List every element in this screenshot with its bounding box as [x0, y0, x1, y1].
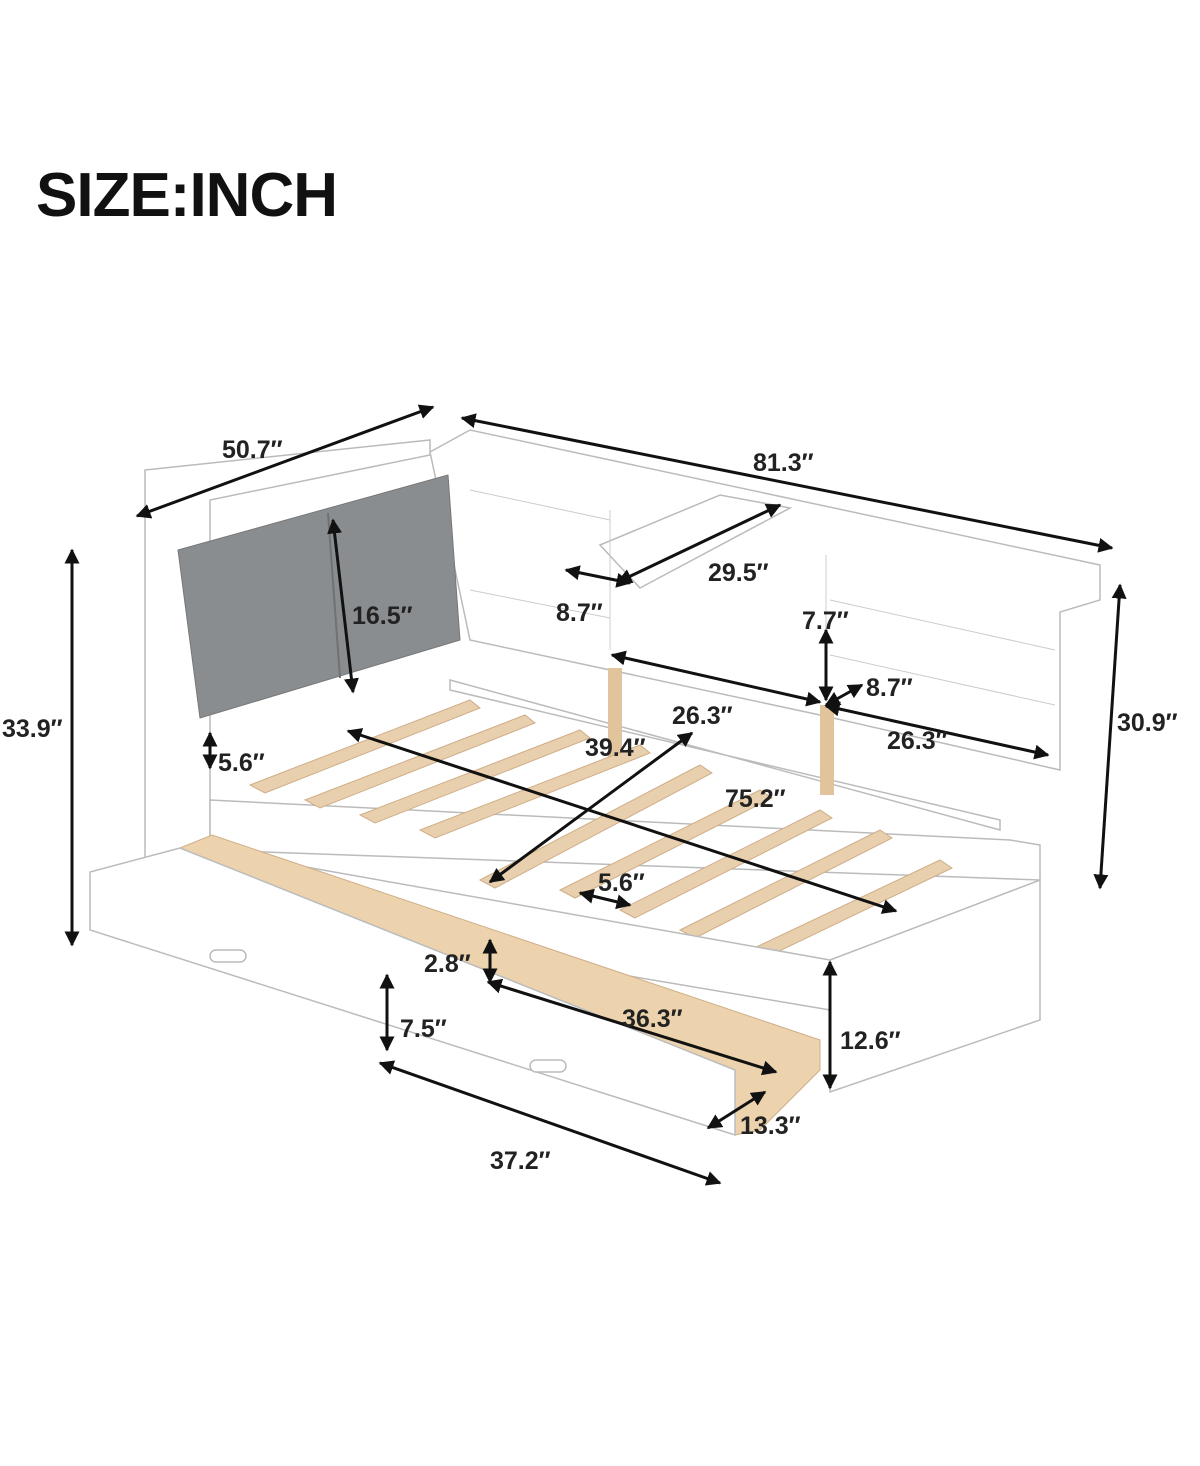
- label-side-rail-gap: 5.6″: [218, 749, 265, 777]
- label-width-overall: 50.7″: [222, 436, 283, 464]
- arrow-shelf-right-length: [824, 701, 1050, 760]
- dimension-arrows: [64, 404, 1127, 1186]
- arrow-back-height: [1093, 583, 1127, 890]
- label-length-overall: 81.3″: [753, 449, 814, 477]
- label-shelf-right-length: 26.3″: [887, 727, 948, 755]
- arrow-drawer-inner-length: [486, 978, 778, 1076]
- drawer-handle: [529, 1059, 567, 1073]
- label-shelf-depth: 8.7″: [866, 674, 913, 702]
- label-mattress-length: 75.2″: [725, 785, 786, 813]
- arrow-shelf-top-length: [616, 503, 782, 584]
- dimension-labels: 50.7″ 81.3″ 33.9″ 30.9″ 16.5″ 29.5″ 8.7″…: [2, 436, 1178, 1175]
- label-drawer-inner-height: 2.8″: [424, 950, 471, 978]
- label-drawer-inner-length: 36.3″: [622, 1005, 683, 1033]
- label-shelf-top-length: 29.5″: [708, 559, 769, 587]
- arrow-length-overall: [460, 413, 1114, 553]
- label-cushion-height: 16.5″: [352, 602, 413, 630]
- headboard-cushion: [177, 474, 461, 719]
- arrow-cushion-height: [327, 518, 359, 694]
- label-shelf-left-length: 26.3″: [672, 702, 733, 730]
- drawer-handle: [209, 949, 247, 963]
- label-back-height: 30.9″: [1117, 709, 1178, 737]
- arrow-drawer-length: [378, 1060, 722, 1186]
- label-footboard-height: 12.6″: [840, 1027, 901, 1055]
- arrow-mattress-length: [346, 728, 898, 914]
- label-drawer-depth: 13.3″: [740, 1112, 801, 1140]
- support-leg: [820, 705, 834, 795]
- page-title: SIZE:INCH: [36, 161, 338, 230]
- label-shelf-top-depth: 8.7″: [556, 599, 603, 627]
- arrow-slat-gap: [578, 888, 632, 910]
- label-mattress-width: 39.4″: [585, 734, 646, 762]
- arrow-shelf-top-depth: [564, 565, 632, 588]
- arrow-width-overall: [135, 404, 435, 519]
- arrow-shelf-left-length: [610, 650, 822, 707]
- label-shelf-height: 7.7″: [802, 607, 849, 635]
- label-headboard-height: 33.9″: [2, 715, 63, 743]
- label-drawer-length: 37.2″: [490, 1147, 551, 1175]
- bed-illustration: [89, 429, 1101, 1137]
- label-drawer-height: 7.5″: [400, 1015, 447, 1043]
- label-slat-gap: 5.6″: [598, 869, 645, 897]
